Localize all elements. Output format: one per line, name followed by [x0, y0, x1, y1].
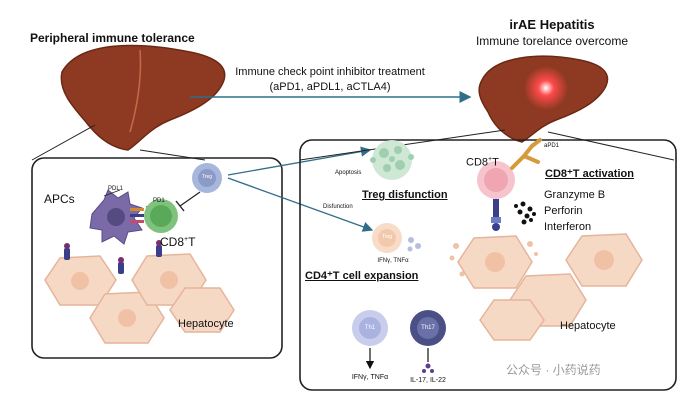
cytokine-dots-icon — [422, 363, 434, 373]
cd8-right-label: CD8+T — [466, 156, 499, 169]
treg-cell-left-icon — [192, 163, 222, 193]
hepatocyte-right-label: Hepatocyte — [560, 320, 616, 332]
perforin-label: Perforin — [544, 205, 583, 217]
granule-icon — [514, 201, 536, 225]
right-title: irAE Hepatitis — [509, 17, 595, 32]
treg-disfunction-heading: Treg disfunction — [362, 189, 448, 201]
liver-right-icon — [478, 55, 609, 143]
apcs-label: APCs — [44, 192, 75, 206]
cd8-t-cell-right-icon — [477, 161, 515, 231]
cd8-left-label: CD8+T — [160, 235, 196, 249]
cd4-expansion-heading: CD4⁺T cell expansion — [305, 270, 419, 282]
left-title: Peripheral immune tolerance — [30, 31, 195, 45]
hepatocyte-left-label: Hepatocyte — [178, 318, 234, 330]
granzyme-label: Granzyme B — [544, 189, 606, 201]
zoom-line — [31, 124, 96, 161]
pdl1-label: PDL1 — [108, 186, 124, 192]
watermark: 公众号 · 小药说药 — [506, 363, 601, 377]
cd8-activation-heading: CD8⁺T activation — [545, 168, 634, 180]
apoptosis-arrow — [227, 146, 372, 176]
apc-cell-icon — [89, 189, 143, 245]
th17-cell-icon — [410, 310, 446, 346]
apd1-label: aPD1 — [544, 143, 560, 149]
apoptosis-label: Apoptosis — [335, 170, 362, 176]
treg-disfunction-cell-icon — [372, 223, 421, 253]
treg-left-label: Treg — [201, 174, 213, 180]
right-panel-frame — [299, 139, 677, 391]
disfunction-label: Disfunction — [323, 204, 353, 210]
th1-label: Th1 — [364, 325, 376, 331]
treatment-line2: (aPD1, aPDL1, aCTLA4) — [269, 81, 391, 93]
th17-label: Th17 — [421, 325, 435, 331]
interferon-label: Interferon — [544, 221, 592, 233]
hepatocyte-cluster-right — [449, 233, 643, 341]
inhibition-line — [179, 191, 201, 207]
treg-right-label: Treg — [381, 234, 393, 240]
th1-cell-icon — [352, 310, 388, 346]
th1-output-label: IFNγ, TNFα — [351, 374, 389, 381]
apd1-antibody-icon — [510, 138, 542, 170]
right-subtitle: Immune torelance overcome — [475, 34, 629, 48]
th17-output-label: IL-17, IL-22 — [410, 377, 446, 384]
apoptotic-cell-icon — [370, 140, 414, 180]
liver-left-icon — [60, 44, 226, 151]
hepatocyte-cluster-left — [44, 240, 235, 344]
treg-cytokine-label: IFNγ, TNFα — [377, 258, 409, 264]
zoom-line — [547, 131, 675, 161]
treatment-line1: Immune check point inhibitor treatment — [235, 66, 425, 78]
left-panel-frame — [31, 157, 283, 359]
inhibition-bar — [175, 200, 185, 212]
cd8-t-cell-left-icon — [144, 199, 178, 233]
pd1-label: PD1 — [153, 198, 165, 204]
